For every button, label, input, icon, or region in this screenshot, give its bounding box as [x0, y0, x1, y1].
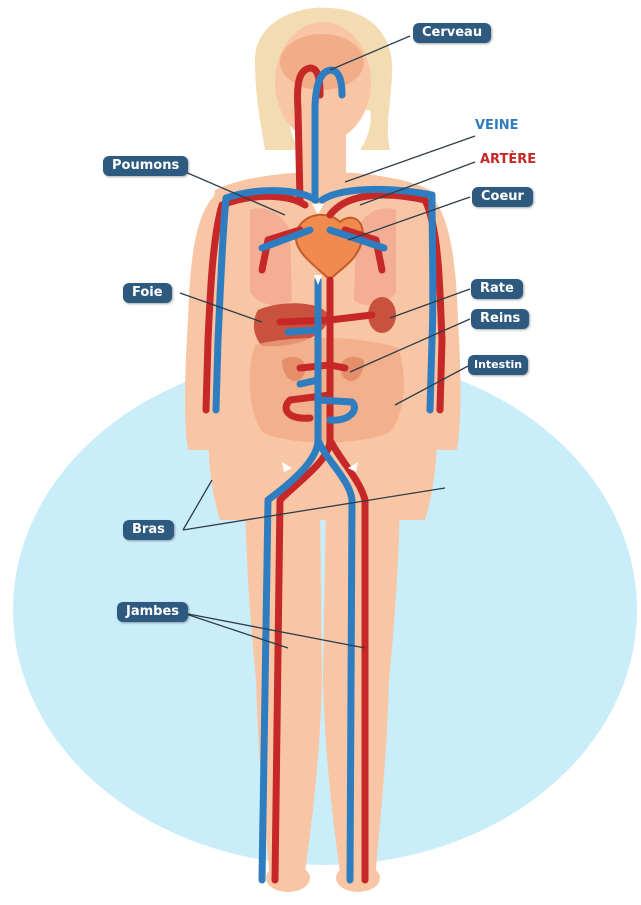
- label-foie: Foie: [123, 283, 172, 303]
- label-rate: Rate: [471, 279, 523, 299]
- label-jambes: Jambes: [117, 602, 188, 622]
- label-reins: Reins: [471, 309, 529, 329]
- label-intestin: Intestin: [468, 355, 528, 375]
- legend-veine: VEINE: [475, 118, 519, 134]
- label-coeur: Coeur: [472, 187, 533, 207]
- label-cerveau: Cerveau: [413, 23, 491, 43]
- label-bras: Bras: [123, 520, 174, 540]
- legend-artere: ARTÈRE: [480, 152, 536, 168]
- label-poumons: Poumons: [103, 156, 188, 176]
